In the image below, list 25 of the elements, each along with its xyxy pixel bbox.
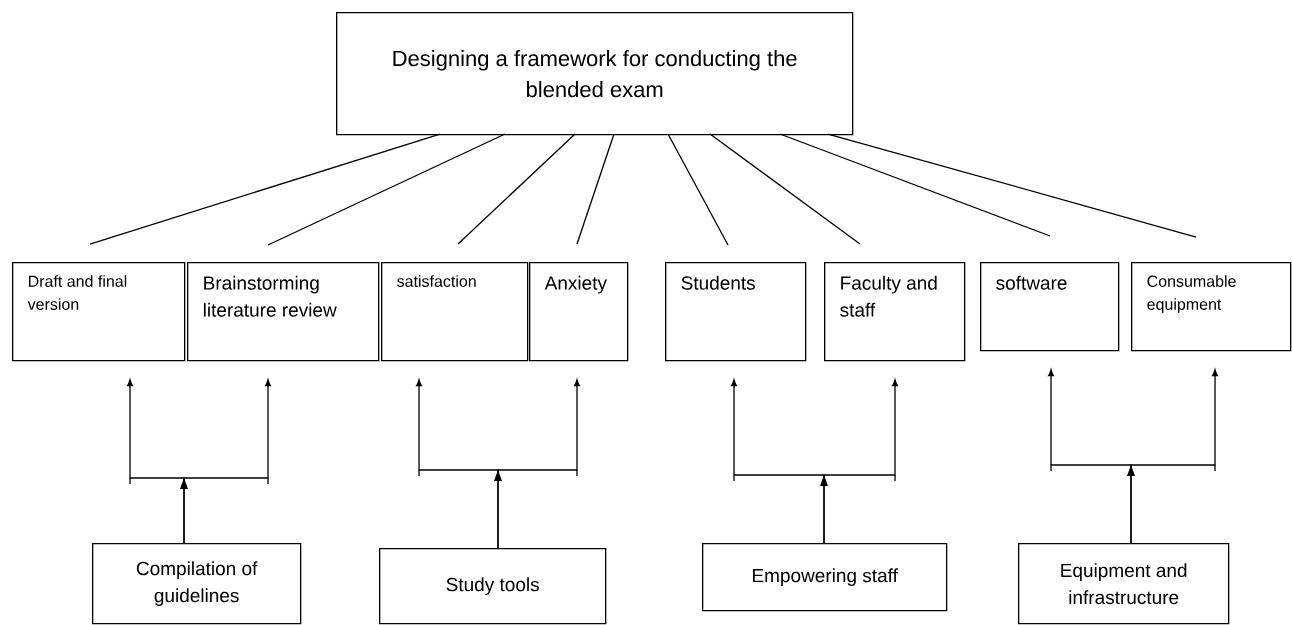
connector-line: [709, 133, 861, 245]
source-box: Equipment and infrastructure: [1018, 543, 1230, 625]
connector-line: [457, 133, 576, 245]
connector-line: [827, 133, 1197, 238]
source-box: Study tools: [379, 548, 607, 625]
category-box: satisfaction: [381, 262, 529, 362]
source-box: Compilation of guidelines: [92, 543, 302, 625]
arrow: [183, 379, 271, 544]
source-box: Empowering staff: [702, 543, 948, 612]
connector-line: [576, 133, 615, 245]
arrow: [823, 379, 898, 544]
arrow: [497, 379, 580, 549]
category-box: Draft and final version: [12, 262, 186, 362]
category-box: Faculty and staff: [824, 262, 966, 362]
category-box: Brainstorming literature review: [187, 262, 380, 362]
category-box: Anxiety: [529, 262, 629, 362]
title-box: Designing a framework for conducting the blended exam: [336, 12, 854, 136]
connector-line: [667, 133, 729, 246]
arrow: [1130, 369, 1218, 544]
connector-line: [267, 133, 506, 246]
connector-line: [89, 133, 441, 245]
connector-line: [779, 133, 1051, 237]
category-box: Consumable equipment: [1131, 262, 1292, 352]
category-box: Students: [665, 262, 807, 362]
category-box: software: [980, 262, 1120, 352]
